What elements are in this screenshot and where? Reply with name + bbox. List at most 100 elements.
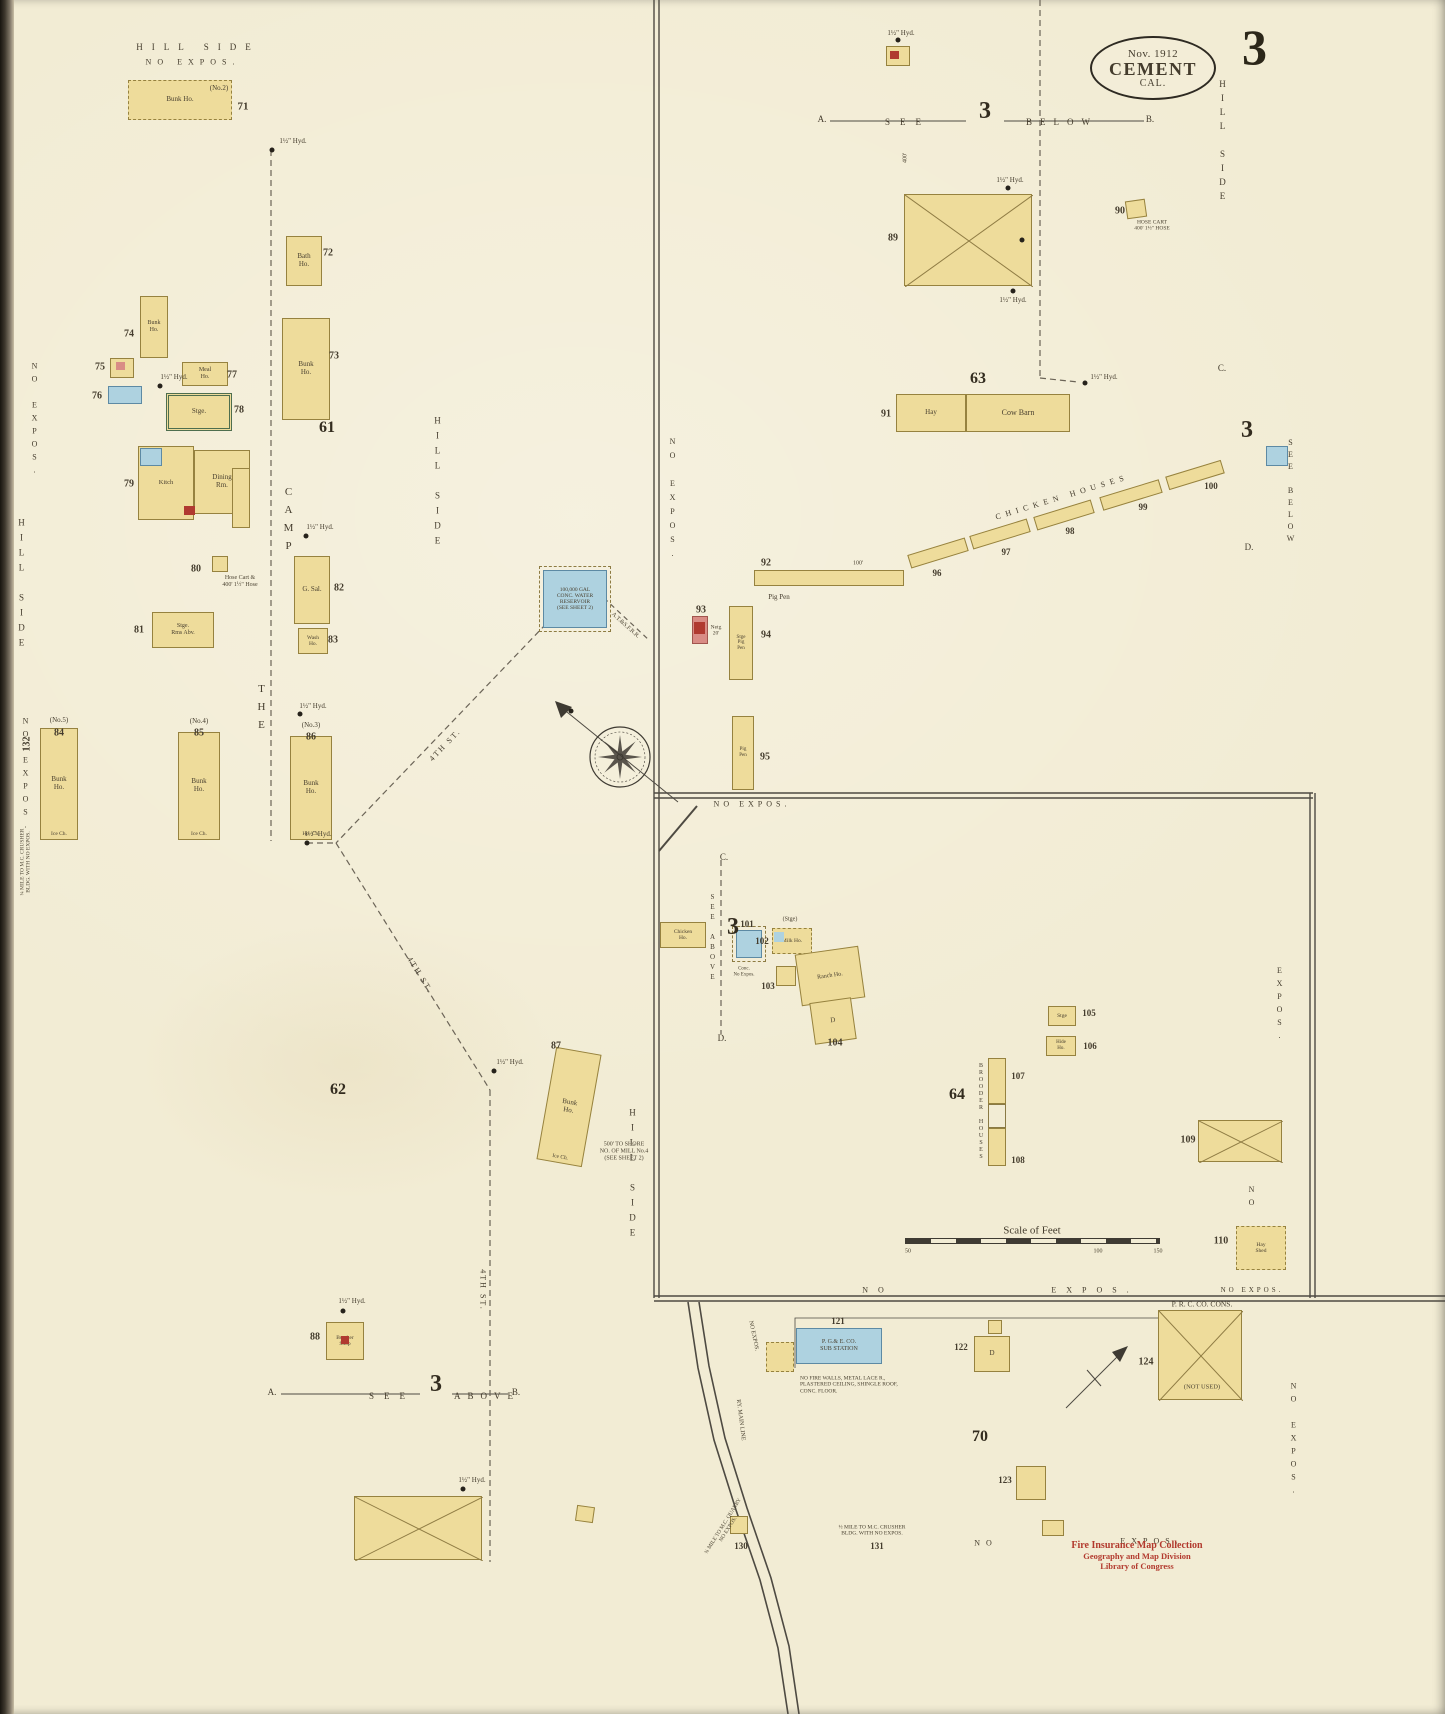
map-text: 93 (696, 604, 706, 616)
map-text: C. (1217, 362, 1227, 373)
hydrant-dot (303, 533, 309, 539)
map-text: ABOVE (454, 1390, 520, 1401)
compass-rose-icon (589, 726, 651, 788)
map-text: Conc. No Expos. (733, 966, 755, 977)
sheet-number: 3 (1242, 19, 1267, 75)
map-text: 89 (888, 232, 898, 244)
map-text: 100 (1093, 1248, 1103, 1255)
map-text: 4TH ST. (478, 1269, 488, 1311)
building-91-hay: Hay (896, 394, 966, 432)
building-tank-e (1266, 446, 1288, 466)
map-text: (No.4) (189, 716, 209, 725)
map-boundary-line (698, 1301, 800, 1714)
map-text: 3 (1241, 417, 1253, 444)
building-76 (108, 386, 142, 404)
building-label: Cow Barn (1001, 407, 1035, 417)
building-label: P. G.& E. CO. SUB STATION (820, 1339, 858, 1352)
map-text: HILL SIDE (432, 415, 443, 551)
building-108 (988, 1128, 1006, 1166)
building-123-side (1042, 1520, 1064, 1536)
map-text: EXPOS. (1051, 1285, 1139, 1295)
map-text: 104 (827, 1037, 843, 1049)
map-text: 121 (831, 1315, 845, 1326)
building-95: Pig Pen (732, 716, 754, 790)
map-road-line (335, 623, 547, 844)
building-90 (1124, 198, 1148, 220)
map-text: SEE ABOVE (708, 893, 717, 983)
building-label: Chicken Ho. (673, 928, 693, 941)
map-text: 99 (1138, 501, 1148, 512)
map-text: 122 (954, 1341, 968, 1352)
building-121: P. G.& E. CO. SUB STATION (796, 1328, 882, 1364)
map-text: 77 (227, 369, 237, 381)
map-text: Netg 20' (710, 624, 722, 637)
map-mark (694, 622, 705, 634)
map-text: NO EXPOS. (1289, 1381, 1298, 1499)
map-road-line (603, 597, 651, 642)
map-text: 74 (124, 328, 134, 340)
building-86: Bunk Ho.Ho. Ch. (290, 736, 332, 840)
map-text: ¼ MILE TO M.C. CRUSHER BLDG. WITH NO EXP… (19, 828, 32, 896)
building-label: Dining Rm. (212, 473, 232, 489)
map-text: 3 (430, 1371, 442, 1398)
map-text: NO EXPOS. (21, 716, 30, 834)
map-text: NO (1247, 1185, 1256, 1211)
building-label: Bunk Ho. (51, 775, 67, 791)
hydrant-dot (568, 708, 574, 714)
building-91-cow-barn: Cow Barn (966, 394, 1070, 432)
map-text: NO EXPOS. (713, 799, 791, 809)
map-boundary-line (794, 1317, 1158, 1368)
building-label: Hay (925, 408, 937, 417)
building-88: Butcher Shop (326, 1322, 364, 1360)
building-89 (904, 194, 1033, 287)
building-label: Bunk Ho. (561, 1096, 578, 1115)
map-road-line (1039, 377, 1079, 383)
map-boundary-line (687, 1301, 789, 1714)
map-text: 87 (551, 1040, 561, 1052)
map-text: HILL SIDE (16, 517, 27, 653)
cross-brace-icon (1159, 1311, 1243, 1401)
building-107 (988, 1058, 1006, 1104)
map-text: 110 (1213, 1235, 1229, 1247)
map-text: Pig Pen (768, 592, 790, 601)
map-text: 109 (1180, 1134, 1196, 1146)
map-arrowhead (1112, 1346, 1128, 1362)
building-label: Ranch Ho. (816, 970, 844, 981)
map-text: 80 (191, 563, 201, 575)
hydrant-dot (1005, 185, 1011, 191)
map-text: 100 (1204, 480, 1218, 491)
map-text: 101 (740, 918, 754, 929)
building-sublabel: Ice Ch. (51, 830, 67, 837)
map-text: 400' (902, 152, 909, 164)
building-73: Bunk Ho. (282, 318, 330, 420)
map-text: 4TH ST. (405, 955, 435, 995)
building-label: Hay Shed (1255, 1241, 1267, 1254)
cross-brace-icon (905, 195, 1033, 287)
map-text: 105 (1082, 1007, 1096, 1018)
building-label: Milk Ho. (781, 937, 803, 944)
map-text: 4TH ST. (427, 726, 463, 763)
building-110: Hay Shed (1236, 1226, 1286, 1270)
map-text: 84 (54, 727, 64, 739)
hydrant-dot (297, 711, 303, 717)
building-mill-block (354, 1496, 483, 1561)
building-chicken-ho: Chicken Ho. (660, 922, 706, 948)
map-text: D. (1244, 541, 1254, 552)
map-text: 63 (970, 369, 986, 387)
building-reservoir: 100,000 GAL CONC. WATER RESERVOIR (SEE S… (539, 566, 611, 632)
map-text: 1½" Hyd. (338, 1296, 366, 1305)
building-label: Meal Ho. (198, 367, 212, 380)
map-text: 102 (755, 935, 769, 946)
map-text: NO EXPOS. (30, 361, 39, 479)
map-text: B. (1145, 113, 1155, 124)
map-text: 85 (194, 727, 204, 739)
map-text: NO (974, 1538, 998, 1548)
map-text: A.T.&S.F.R.R. (610, 611, 641, 640)
building-label: Stge (1057, 1012, 1067, 1019)
building-106: Hide Ho. (1046, 1036, 1076, 1056)
building-84: Bunk Ho. Ice Ch. (40, 728, 78, 840)
map-text: Scale of Feet (1003, 1224, 1061, 1237)
